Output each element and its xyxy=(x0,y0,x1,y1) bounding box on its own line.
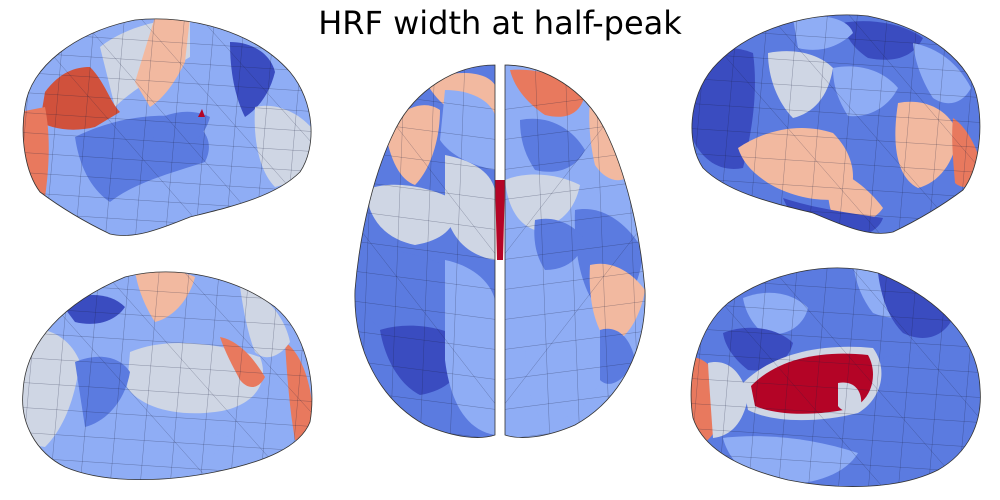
brain-left-lateral-view xyxy=(22,18,312,236)
brain-dorsal-view xyxy=(354,64,646,438)
figure-title: HRF width at half-peak xyxy=(318,4,682,42)
brain-right-medial-view xyxy=(690,267,981,487)
brain-left-medial-view xyxy=(22,271,313,481)
brain-right-lateral-view xyxy=(691,14,981,234)
